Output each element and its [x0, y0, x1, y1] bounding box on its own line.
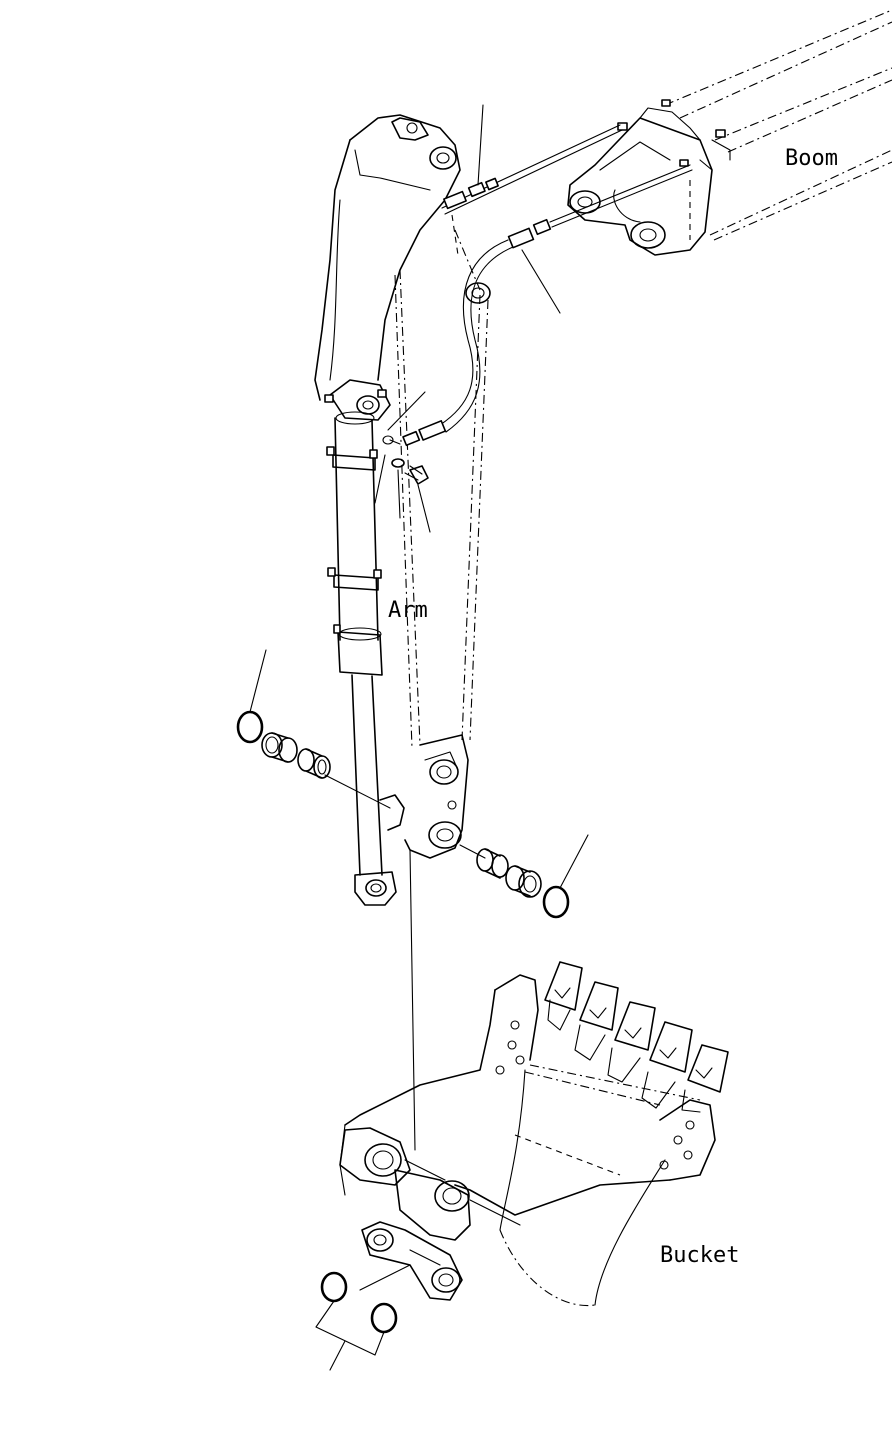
- bolt-and-washer: [391, 458, 429, 485]
- o-ring-lower-left: [320, 1271, 348, 1303]
- o-ring-lower-right: [370, 1302, 398, 1334]
- bucket-assembly: [339, 961, 729, 1307]
- hydraulic-hoses: [382, 124, 693, 447]
- bucket-label: Bucket: [660, 1243, 739, 1268]
- bucket-cylinder: [326, 411, 397, 906]
- leader-lines: [249, 104, 589, 889]
- bucket-teeth: [544, 961, 729, 1113]
- bucket-link-o-rings: [315, 1264, 411, 1371]
- arm-label: Arm: [388, 598, 428, 623]
- boom-label: Boom: [785, 146, 838, 171]
- arm-to-bucket-guide-line: [409, 849, 416, 1151]
- arm-assembly: [314, 114, 491, 859]
- o-ring-right: [542, 885, 570, 919]
- arm-bucket-pin-parts: [236, 710, 570, 919]
- o-ring-left: [236, 710, 264, 744]
